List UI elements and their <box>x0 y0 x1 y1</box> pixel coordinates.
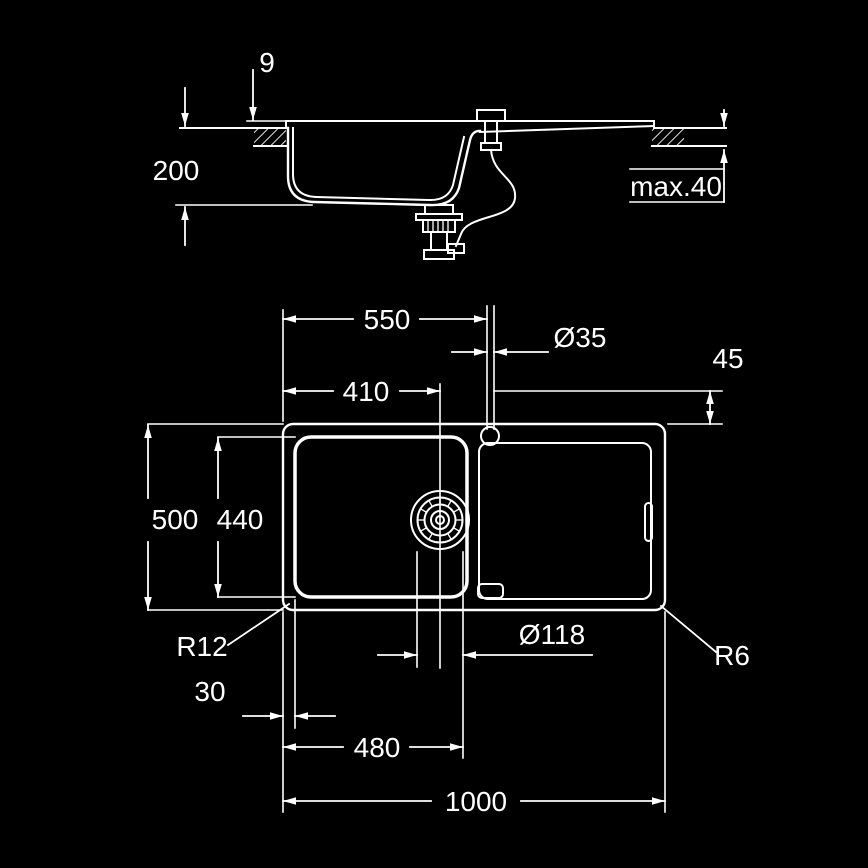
dim-440-label: 440 <box>217 504 264 535</box>
dim-faucet-from-edge: 45 <box>493 343 744 425</box>
dim-1000-label: 1000 <box>445 786 507 817</box>
dim-max40-label: max.40 <box>630 171 722 202</box>
counter-hatch-right <box>652 128 684 146</box>
dim-9-label: 9 <box>259 47 275 78</box>
drainboard-profile <box>478 124 656 134</box>
dim-drain-hole-diameter: Ø118 <box>377 551 593 759</box>
counter-hatch-left <box>254 128 286 146</box>
dim-counter-thickness: max.40 <box>629 109 728 203</box>
dim-overall-width: 1000 <box>282 611 666 817</box>
dim-drain-from-left: 410 <box>282 376 441 669</box>
waste-coupling <box>423 249 455 260</box>
dim-rim-height: 9 <box>246 47 287 122</box>
dim-30-label: 30 <box>194 676 225 707</box>
waste-basket <box>424 204 454 215</box>
sink-outline <box>281 422 667 612</box>
drainboard-outline <box>478 442 652 600</box>
callout-corner-radius-outer: R6 <box>659 604 750 671</box>
overflow-slot <box>644 502 653 542</box>
waste-tailpipe <box>430 231 448 251</box>
r6-leader <box>659 604 718 654</box>
dim-bowl-depth: 200 <box>153 87 313 246</box>
plan-view: 550 Ø35 410 45 500 <box>144 304 750 817</box>
dim-o35-label: Ø35 <box>554 322 607 353</box>
dim-410-label: 410 <box>343 376 390 407</box>
dim-bowl-inner-depth: 440 <box>214 436 296 598</box>
dim-200-label: 200 <box>153 155 200 186</box>
dim-faucet-hole-diameter: Ø35 <box>451 322 607 356</box>
section-view: 9 200 max.40 <box>153 47 728 260</box>
overflow-hose <box>454 148 517 248</box>
hose-fitting <box>447 243 465 254</box>
faucet-hole <box>480 426 500 446</box>
r6-label: R6 <box>714 640 750 671</box>
drainboard-drain-slot <box>477 583 504 599</box>
faucet-assembly <box>447 109 517 254</box>
dim-drain-offset: 480 <box>282 732 464 763</box>
waste-nut-hatch <box>427 220 449 232</box>
faucet-base <box>476 109 506 122</box>
waste-assembly <box>415 204 463 260</box>
dim-overall-depth: 500 <box>144 423 284 611</box>
bowl-profile-outer <box>286 126 482 207</box>
r12-label: R12 <box>176 631 227 662</box>
dim-faucet-from-left: 550 <box>282 304 488 422</box>
r12-leader <box>226 602 291 647</box>
callout-corner-radius-bowl: R12 <box>176 602 291 662</box>
bowl-outline <box>293 435 469 599</box>
faucet-shank-nut <box>480 142 502 151</box>
dim-45-label: 45 <box>712 343 743 374</box>
dim-500-label: 500 <box>152 504 199 535</box>
dim-550-label: 550 <box>364 304 411 335</box>
dim-rim-margin: 30 <box>194 599 336 813</box>
dim-o118-label: Ø118 <box>519 619 585 650</box>
dim-480-label: 480 <box>354 732 401 763</box>
bowl-profile-inner <box>292 127 466 202</box>
